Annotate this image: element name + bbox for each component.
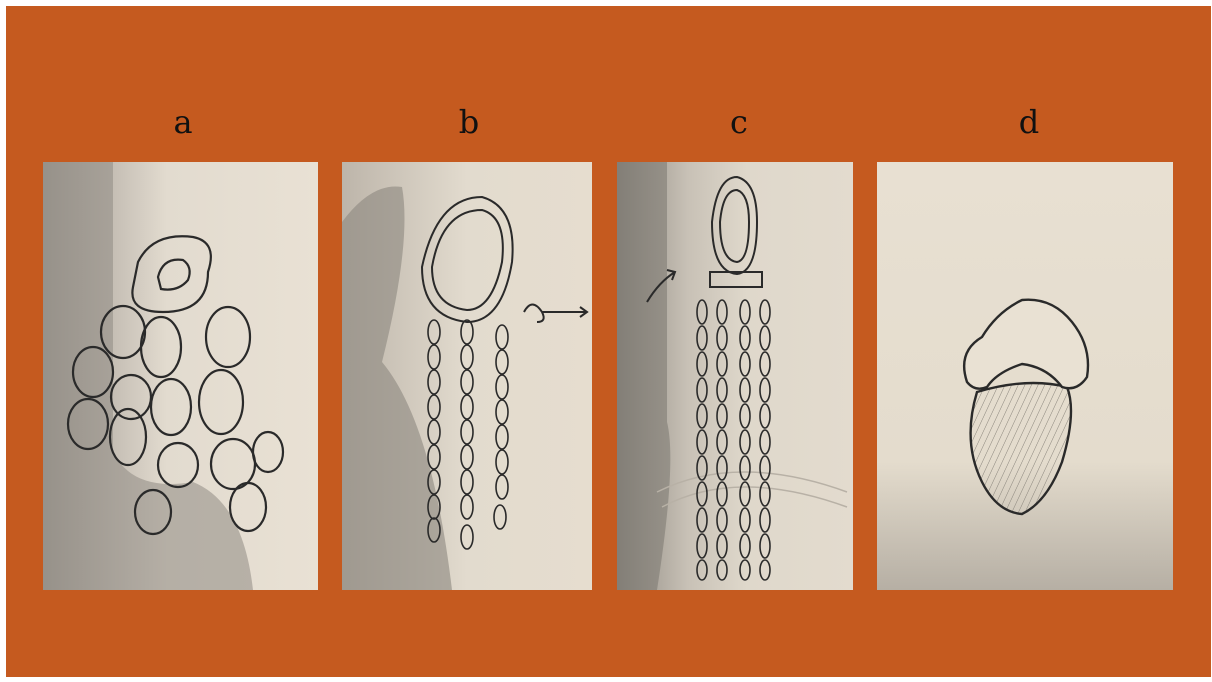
- cap-body-sketch: [877, 162, 1173, 590]
- panel-label-c: c: [709, 103, 769, 141]
- slide-background: a b c d: [6, 6, 1211, 677]
- ring-four-chains-sketch: [617, 162, 853, 590]
- panel-label-a: a: [153, 103, 213, 141]
- sketch-photo-b: [342, 162, 592, 590]
- cluster-sketch: [43, 162, 318, 590]
- sketch-photo-c: [617, 162, 853, 590]
- ring-chains-sketch: [342, 162, 592, 590]
- panel-label-b: b: [439, 103, 499, 141]
- sketch-photo-a: [43, 162, 318, 590]
- panel-label-d: d: [999, 103, 1059, 141]
- sketch-photo-d: [877, 162, 1173, 590]
